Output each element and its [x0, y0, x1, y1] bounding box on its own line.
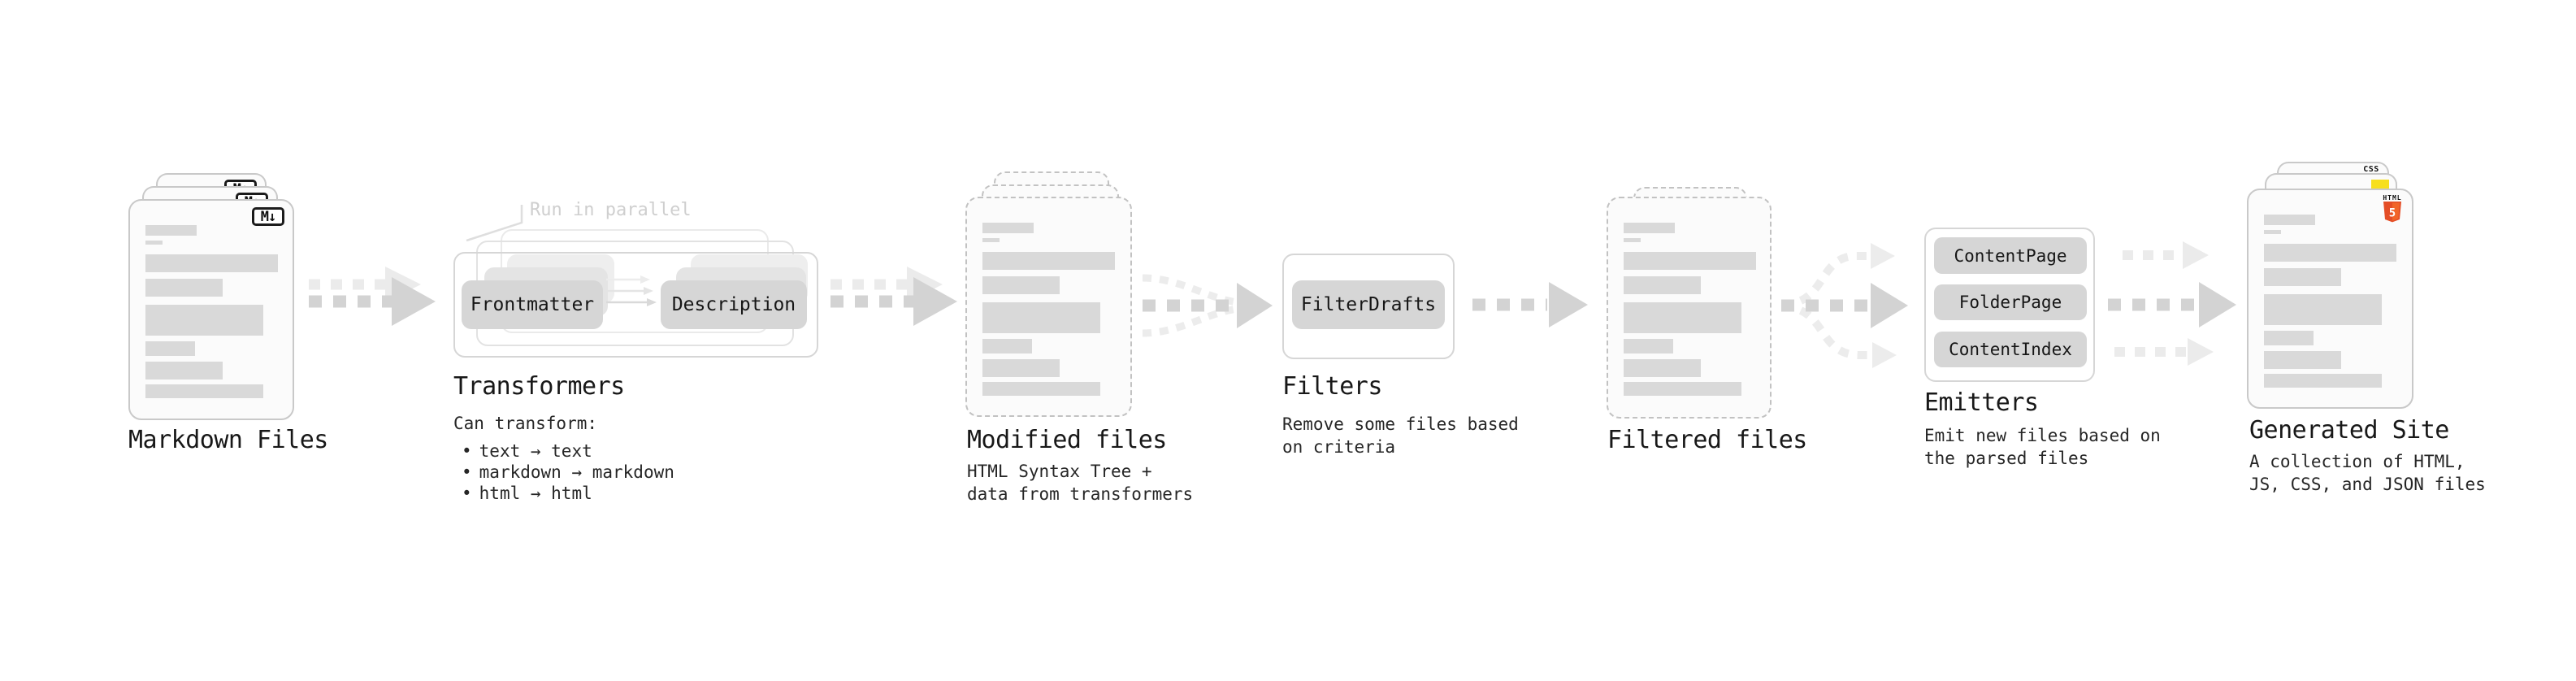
arrow-transformers-to-modified — [830, 267, 957, 326]
emitter-chip-contentindex: ContentIndex — [1934, 332, 2087, 367]
markdown-files-label: Markdown Files — [128, 426, 328, 454]
arrow-markdown-to-transformers — [309, 267, 436, 326]
run-in-parallel-annotation: Run in parallel — [530, 200, 692, 220]
parallel-arrows-icon — [606, 275, 657, 306]
transformer-chip-frontmatter: Frontmatter — [462, 280, 603, 329]
filtered-files-label: Filtered files — [1607, 426, 1807, 454]
site-file-card-html: HTML 5 — [2247, 189, 2413, 409]
emitters-box — [1924, 228, 2095, 382]
modified-files-description: HTML Syntax Tree + data from transformer… — [967, 462, 1194, 504]
file-content-placeholder — [1624, 223, 1760, 396]
filters-description: Remove some files based on criteria — [1282, 414, 1519, 457]
file-content-placeholder — [2264, 215, 2402, 388]
can-transform-heading: Can transform: — [453, 414, 598, 433]
emitters-title: Emitters — [1924, 388, 2039, 417]
file-content-placeholder — [145, 225, 283, 398]
transformer-chip-description: Description — [661, 280, 807, 329]
generated-site-label: Generated Site — [2249, 416, 2449, 445]
transform-item: markdown → markdown — [453, 462, 674, 483]
transform-item: text → text — [453, 440, 674, 462]
transform-item: html → html — [453, 483, 674, 504]
filters-title: Filters — [1282, 372, 1382, 401]
svg-text:5: 5 — [2389, 207, 2396, 220]
filters-box — [1282, 254, 1455, 359]
arrow-emitters-to-site — [2108, 241, 2236, 366]
filtered-file-card-front — [1607, 197, 1772, 419]
arrow-filtered-to-emitters — [1781, 243, 1908, 368]
transformers-description: Can transform: text → text markdown → ma… — [453, 413, 674, 504]
emitter-chip-folderpage: FolderPage — [1934, 284, 2087, 320]
transformers-title: Transformers — [453, 372, 625, 401]
file-content-placeholder — [982, 223, 1121, 396]
arrow-filters-to-filtered — [1472, 282, 1588, 327]
javascript-icon — [2371, 180, 2389, 190]
arrow-modified-to-filters — [1142, 274, 1273, 337]
emitters-description: Emit new files based on the parsed files — [1924, 426, 2161, 468]
emitter-chip-contentpage: ContentPage — [1934, 237, 2087, 274]
generated-site-description: A collection of HTML, JS, CSS, and JSON … — [2249, 452, 2486, 494]
filter-chip-filterdrafts: FilterDrafts — [1292, 280, 1445, 329]
html5-icon: HTML 5 — [2382, 194, 2403, 223]
markdown-icon: M↓ — [252, 207, 284, 226]
transformers-box-front — [453, 252, 818, 358]
modified-files-label: Modified files — [967, 426, 1167, 454]
markdown-file-card-front: M↓ — [128, 199, 294, 420]
modified-file-card-front — [965, 197, 1132, 417]
annotation-leader-line — [466, 205, 523, 242]
